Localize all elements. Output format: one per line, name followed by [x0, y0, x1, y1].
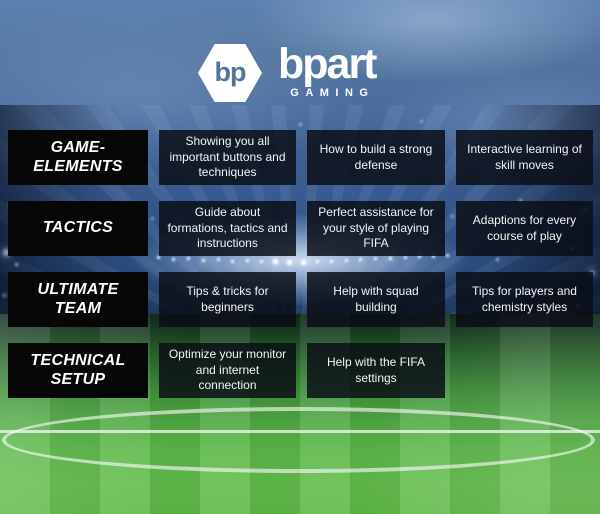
- floodlight-bokeh-dots: [0, 0, 1, 1]
- brand-logo: bp bpart GAMING: [198, 39, 377, 102]
- topic-cell: Optimize your monitor and internet conne…: [159, 343, 296, 398]
- topic-cell: Adaptions for every course of play: [456, 201, 593, 256]
- topic-cell: Guide about formations, tactics and inst…: [159, 201, 296, 256]
- topic-cell: Help with the FIFA settings: [307, 343, 445, 398]
- topic-cell: Showing you all important buttons and te…: [159, 130, 296, 185]
- category-cell-game-elements: GAME- ELEMENTS: [8, 130, 148, 185]
- topic-cell: Interactive learning of skill moves: [456, 130, 593, 185]
- topic-cell: Tips for players and chemistry styles: [456, 272, 593, 327]
- brand-tagline: GAMING: [290, 87, 375, 100]
- topic-cell: Help with squad building: [307, 272, 445, 327]
- category-cell-ultimate-team: ULTIMATE TEAM: [8, 272, 148, 327]
- logo-monogram: bp: [214, 56, 247, 87]
- pitch-halfway-line: [0, 430, 600, 433]
- brand-name: bpart: [278, 39, 377, 88]
- pitch-center-circle: [2, 407, 595, 473]
- hexagon-logo-icon: bp: [198, 44, 262, 102]
- brand-wordmark: bpart GAMING: [278, 39, 377, 100]
- category-cell-technical-setup: TECHNICAL SETUP: [8, 343, 148, 398]
- topics-table: GAME- ELEMENTS Showing you all important…: [8, 130, 593, 398]
- topic-cell: How to build a strong defense: [307, 130, 445, 185]
- category-cell-tactics: TACTICS: [8, 201, 148, 256]
- topic-cell: Tips & tricks for beginners: [159, 272, 296, 327]
- topic-cell: Perfect assistance for your style of pla…: [307, 201, 445, 256]
